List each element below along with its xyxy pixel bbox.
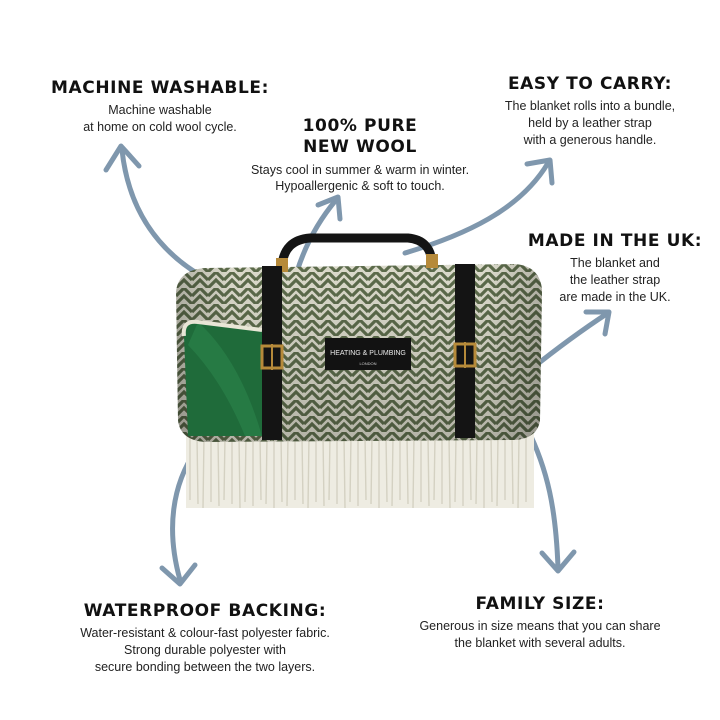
feature-waterproof-backing: WATERPROOF BACKING: Water-resistant & co… — [40, 601, 370, 676]
brand-label: HEATING & PLUMBING LONDON — [325, 338, 411, 370]
feature-machine-washable: MACHINE WASHABLE: Machine washable at ho… — [40, 78, 280, 136]
brand-label-text: HEATING & PLUMBING — [330, 350, 406, 357]
feature-description: Water-resistant & colour-fast polyester … — [80, 626, 330, 674]
feature-title: MACHINE WASHABLE: — [50, 78, 270, 98]
feature-title: 100% PURE NEW WOOL — [302, 116, 418, 158]
feature-easy-to-carry: EASY TO CARRY: The blanket rolls into a … — [480, 74, 700, 149]
feature-family-size: FAMILY SIZE: Generous in size means that… — [380, 594, 700, 652]
feature-description: Generous in size means that you can shar… — [419, 619, 661, 651]
feature-title: WATERPROOF BACKING: — [83, 601, 327, 621]
waterproof-backing-flap — [181, 319, 270, 436]
feature-description: The blanket and the leather strap are ma… — [559, 256, 671, 304]
leather-strap-left — [260, 266, 284, 440]
leather-handle — [277, 233, 437, 267]
feature-description: The blanket rolls into a bundle, held by… — [504, 99, 676, 147]
feature-title: FAMILY SIZE: — [475, 594, 605, 614]
feature-description: Machine washable at home on cold wool cy… — [83, 103, 237, 135]
leather-strap-right — [453, 264, 477, 438]
feature-title: EASY TO CARRY: — [507, 74, 673, 94]
feature-title: MADE IN THE UK: — [527, 231, 703, 251]
feature-pure-new-wool: 100% PURE NEW WOOL Stays cool in summer … — [222, 116, 498, 195]
blanket-fringe — [186, 430, 534, 509]
feature-description: Stays cool in summer & warm in winter. H… — [250, 162, 470, 194]
feature-made-in-uk: MADE IN THE UK: The blanket and the leat… — [520, 231, 710, 306]
brand-label-city: LONDON — [359, 361, 376, 366]
